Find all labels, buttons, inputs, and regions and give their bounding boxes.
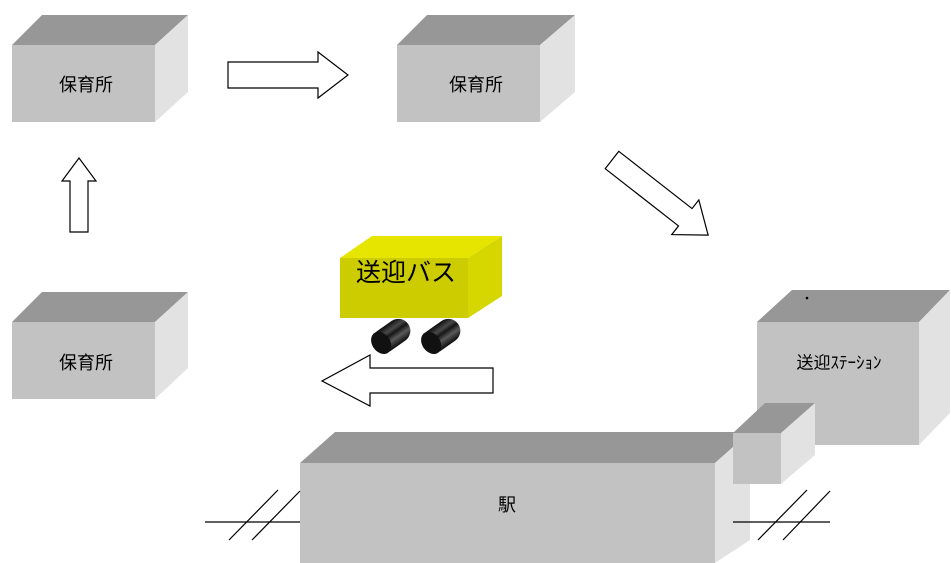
nursery-box-top-left: 保育所 — [12, 15, 188, 122]
box-front-face — [397, 45, 540, 122]
box-side-face — [155, 292, 188, 399]
nursery-label: 保育所 — [59, 353, 113, 373]
bus-wheel-left — [371, 318, 411, 354]
wheel-face — [371, 331, 392, 354]
box-top-face — [757, 290, 950, 322]
nursery-label: 保育所 — [449, 75, 503, 95]
connector-box — [733, 403, 815, 484]
train-station-box: 駅 — [300, 432, 750, 563]
bus-side-face — [468, 236, 502, 318]
nursery-label: 保育所 — [59, 75, 113, 95]
arrow-right-icon — [227, 50, 349, 100]
rail-track-right — [733, 489, 831, 541]
arrow-down-right-icon — [604, 150, 709, 236]
box-top-face — [733, 403, 815, 433]
rail-tick — [228, 489, 279, 541]
rail-track-left — [205, 489, 301, 541]
box-top-face — [12, 292, 188, 322]
box-side-face — [540, 15, 575, 122]
box-top-face — [397, 15, 575, 45]
nursery-box-bottom-left: 保育所 — [12, 292, 188, 399]
rail-tick — [757, 489, 808, 541]
box-front-face — [733, 433, 781, 484]
rail-tick — [782, 490, 831, 541]
arrow-left-icon — [320, 353, 494, 407]
box-side-face — [155, 15, 188, 122]
train-station-label: 駅 — [498, 495, 516, 515]
rail-tick — [251, 490, 301, 541]
box-side-face — [781, 403, 815, 484]
box-front-face — [12, 45, 155, 122]
shuttle-station-label: 送迎ｽﾃｰｼｮﾝ — [797, 354, 882, 373]
bus-front-face — [340, 258, 468, 318]
bus-wheel-right — [421, 318, 461, 354]
box-front-face — [12, 322, 155, 399]
shuttle-bus: 送迎バス — [340, 236, 502, 354]
nursery-box-top-middle: 保育所 — [397, 15, 575, 122]
box-top-face — [300, 432, 750, 463]
box-side-face — [919, 290, 950, 445]
bus-label: 送迎バス — [356, 259, 456, 287]
stray-dot — [805, 296, 809, 300]
box-front-face — [300, 463, 715, 563]
bus-top-face — [340, 236, 502, 258]
wheel-face — [421, 331, 442, 354]
arrow-up-icon — [60, 156, 98, 233]
box-top-face — [12, 15, 188, 45]
